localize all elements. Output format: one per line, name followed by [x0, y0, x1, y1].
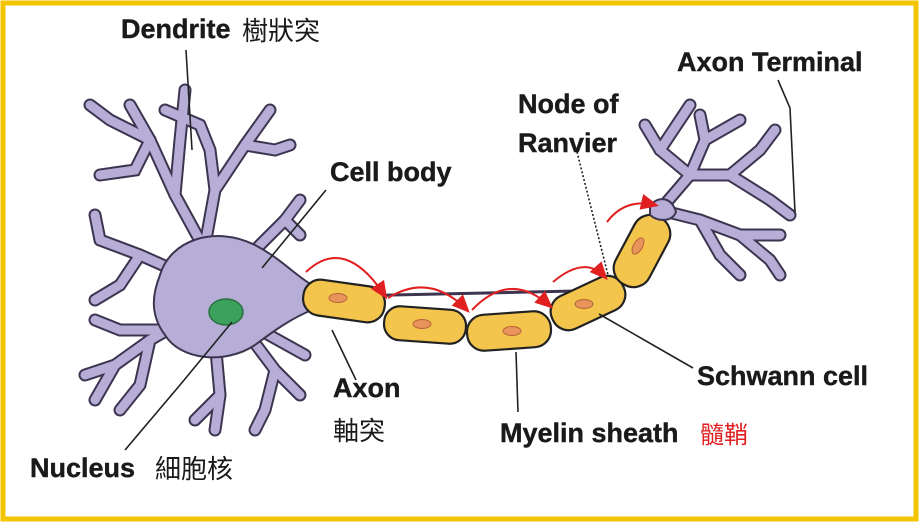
label-node-of-ranvier-2: Ranvier	[518, 128, 618, 158]
label-cell-body: Cell body	[330, 157, 452, 187]
sheath-3	[466, 310, 552, 352]
label-myelin-sheath: Myelin sheath	[500, 418, 679, 448]
sheath-2	[383, 305, 467, 345]
label-schwann-cell: Schwann cell	[697, 361, 868, 391]
label-myelin-sheath-zh: 髓鞘	[700, 421, 748, 449]
sheath-5	[607, 209, 676, 294]
label-axon-terminal: Axon Terminal	[677, 47, 863, 77]
sheath-1	[301, 277, 387, 324]
label-axon-zh: 軸突	[333, 417, 385, 447]
label-dendrite: Dendrite	[121, 14, 231, 44]
label-node-of-ranvier-1: Node of	[518, 89, 619, 119]
label-nucleus: Nucleus	[30, 453, 135, 483]
axon-terminal-branches	[645, 105, 790, 275]
label-axon: Axon	[333, 373, 401, 403]
label-dendrite-zh: 樹狀突	[242, 17, 320, 47]
nucleus-shape	[209, 299, 243, 325]
myelin-sheaths	[301, 209, 677, 352]
label-nucleus-zh: 細胞核	[155, 455, 233, 485]
